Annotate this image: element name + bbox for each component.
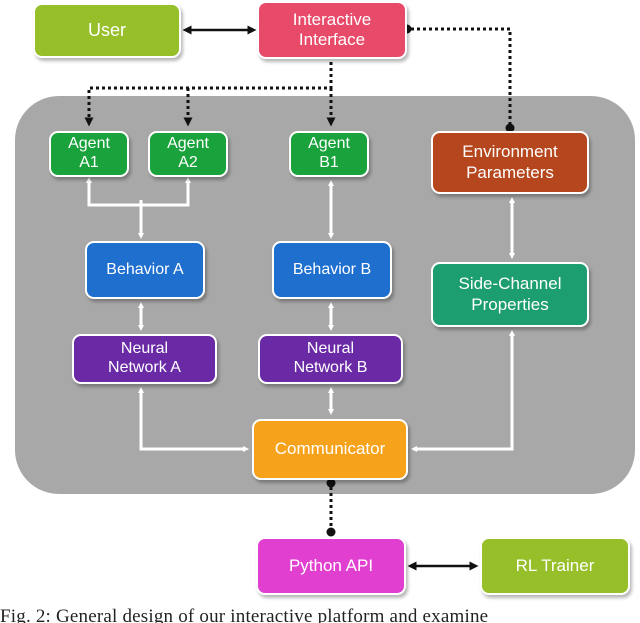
agent-a1-node: Agent A1 [49,131,129,177]
interactive-interface-node: Interactive Interface [257,1,407,59]
interface-agent-a1-dotted-link [84,62,333,127]
neural-network-a-label: Neural Network A [108,340,181,376]
agents-a-bracket [86,177,191,207]
side-channel-properties-node: Side-Channel Properties [431,262,589,327]
user-node: User [33,3,181,58]
python-api-dot [326,527,336,537]
neural-network-a-node: Neural Network A [72,334,217,384]
behavior-a-node: Behavior A [85,241,205,299]
sidechannel-communicator-arrow [411,330,515,452]
agent-b1-node: Agent B1 [289,131,369,177]
interactive-interface-label: Interactive Interface [292,9,372,49]
python-api-label: Python API [288,555,374,575]
neural-a-communicator-arrow [138,387,249,452]
agent-b1-label: Agent B1 [308,135,350,171]
python-api-node: Python API [256,537,406,595]
interface-environment-dotted-link [411,27,512,127]
neural-network-b-label: Neural Network B [293,340,368,376]
rl-trainer-label: RL Trainer [515,555,595,575]
neural-network-b-node: Neural Network B [258,334,403,384]
environment-dot [505,123,515,133]
behavior-b-node: Behavior B [272,241,392,299]
environment-parameters-label: Environment Parameters [462,142,558,182]
behavior-a-label: Behavior A [106,260,184,278]
agent-a1-label: Agent A1 [68,135,110,171]
side-channel-properties-label: Side-Channel Properties [458,274,562,314]
agent-a2-node: Agent A2 [148,131,228,177]
environment-parameters-node: Environment Parameters [431,131,589,194]
user-label: User [87,19,126,40]
behavior-b-label: Behavior B [292,260,372,278]
communicator-label: Communicator [274,439,386,459]
rl-trainer-node: RL Trainer [480,537,630,595]
agent-a2-label: Agent A2 [167,135,209,171]
figure-caption: Fig. 2: General design of our interactiv… [0,606,489,623]
communicator-node: Communicator [252,419,408,480]
communicator-dot [326,478,336,488]
